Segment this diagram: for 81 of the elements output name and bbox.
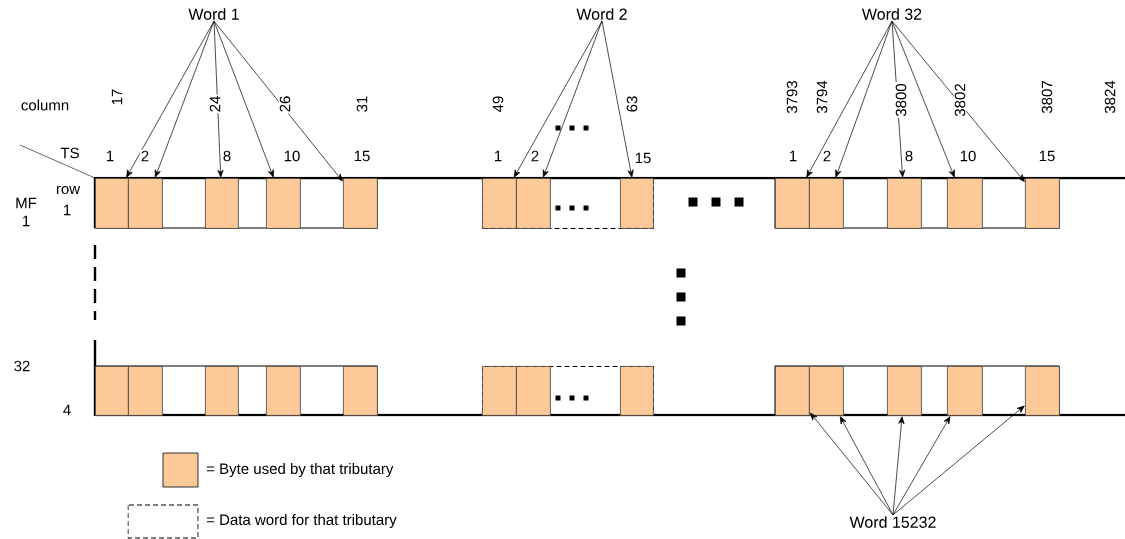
arrow bbox=[154, 20, 215, 178]
column-number: 31 bbox=[355, 94, 369, 114]
index-number: 1 bbox=[104, 149, 116, 163]
arrow bbox=[542, 20, 603, 178]
column-number: 3802 bbox=[953, 82, 967, 118]
index-number: 10 bbox=[282, 149, 302, 163]
column-number: 17 bbox=[110, 87, 124, 107]
index-number: 1 bbox=[787, 149, 799, 163]
byte-cell bbox=[482, 178, 517, 229]
byte-cell bbox=[775, 366, 810, 416]
legend-text: = Data word for that tributary bbox=[206, 514, 397, 528]
byte-cell bbox=[128, 178, 163, 229]
index-number: 2 bbox=[139, 149, 151, 163]
byte-cell bbox=[1025, 178, 1060, 229]
arrow bbox=[835, 20, 893, 178]
byte-cell bbox=[128, 366, 163, 416]
byte-cell bbox=[620, 366, 654, 416]
byte-cell bbox=[343, 366, 378, 416]
index-number: MF 1 bbox=[13, 196, 39, 228]
byte-cell bbox=[205, 178, 239, 229]
byte-cell bbox=[809, 366, 844, 416]
index-number: 2 bbox=[821, 149, 833, 163]
byte-cell bbox=[1025, 366, 1060, 416]
index-number: 1 bbox=[492, 149, 504, 163]
column-number: 63 bbox=[625, 94, 639, 114]
index-number: 2 bbox=[529, 149, 541, 163]
arrow bbox=[213, 20, 274, 178]
index-number: 32 bbox=[12, 359, 32, 373]
column-number: 49 bbox=[491, 94, 505, 114]
byte-cell bbox=[482, 366, 517, 416]
arrow bbox=[213, 20, 224, 178]
arrow bbox=[810, 412, 894, 516]
byte-cell bbox=[775, 178, 810, 229]
byte-cell bbox=[95, 366, 129, 416]
byte-cell bbox=[809, 178, 844, 229]
column-number: 3794 bbox=[815, 79, 829, 115]
byte-cell bbox=[887, 366, 922, 416]
byte-cell bbox=[887, 178, 922, 229]
arrow bbox=[806, 20, 893, 178]
index-number: 15 bbox=[633, 151, 653, 165]
byte-cell bbox=[620, 178, 654, 229]
arrow bbox=[213, 20, 343, 182]
byte-cell bbox=[343, 178, 378, 229]
word-label: Word 15232 bbox=[849, 516, 936, 528]
byte-cell bbox=[266, 366, 301, 416]
word-label: Word 32 bbox=[862, 8, 922, 20]
column-number: 26 bbox=[278, 94, 292, 114]
byte-cell bbox=[947, 366, 983, 416]
word-label: Word 1 bbox=[188, 8, 239, 20]
index-number: 15 bbox=[1037, 149, 1057, 163]
arrow bbox=[891, 20, 955, 178]
byte-cell bbox=[516, 366, 551, 416]
column-number: 3807 bbox=[1040, 79, 1054, 115]
arrow bbox=[892, 416, 905, 516]
arrow bbox=[839, 416, 894, 516]
byte-cell bbox=[266, 178, 301, 229]
arrow bbox=[126, 20, 215, 178]
column-number: 3800 bbox=[894, 82, 908, 118]
index-number: 4 bbox=[61, 403, 73, 417]
word-label: Word 2 bbox=[576, 8, 627, 20]
column-number: 3824 bbox=[1103, 79, 1117, 115]
byte-cell bbox=[205, 366, 239, 416]
byte-cell bbox=[947, 178, 983, 229]
legend-text: = Byte used by that tributary bbox=[206, 463, 394, 477]
arrow bbox=[513, 20, 603, 178]
index-number: 15 bbox=[352, 149, 372, 163]
index-number: 1 bbox=[61, 203, 73, 217]
axis-label: row bbox=[54, 184, 82, 196]
axis-label: TS bbox=[59, 146, 81, 160]
byte-cell bbox=[516, 178, 551, 229]
arrow bbox=[891, 20, 1025, 182]
arrow bbox=[892, 405, 1025, 516]
arrow bbox=[601, 20, 634, 178]
index-number: 8 bbox=[903, 149, 915, 163]
index-number: 10 bbox=[958, 149, 978, 163]
index-number: 8 bbox=[221, 149, 233, 163]
axis-label: column bbox=[19, 98, 71, 112]
arrow bbox=[892, 416, 951, 516]
byte-cell bbox=[95, 178, 129, 229]
column-number: 24 bbox=[208, 94, 222, 114]
column-number: 3793 bbox=[785, 79, 799, 115]
